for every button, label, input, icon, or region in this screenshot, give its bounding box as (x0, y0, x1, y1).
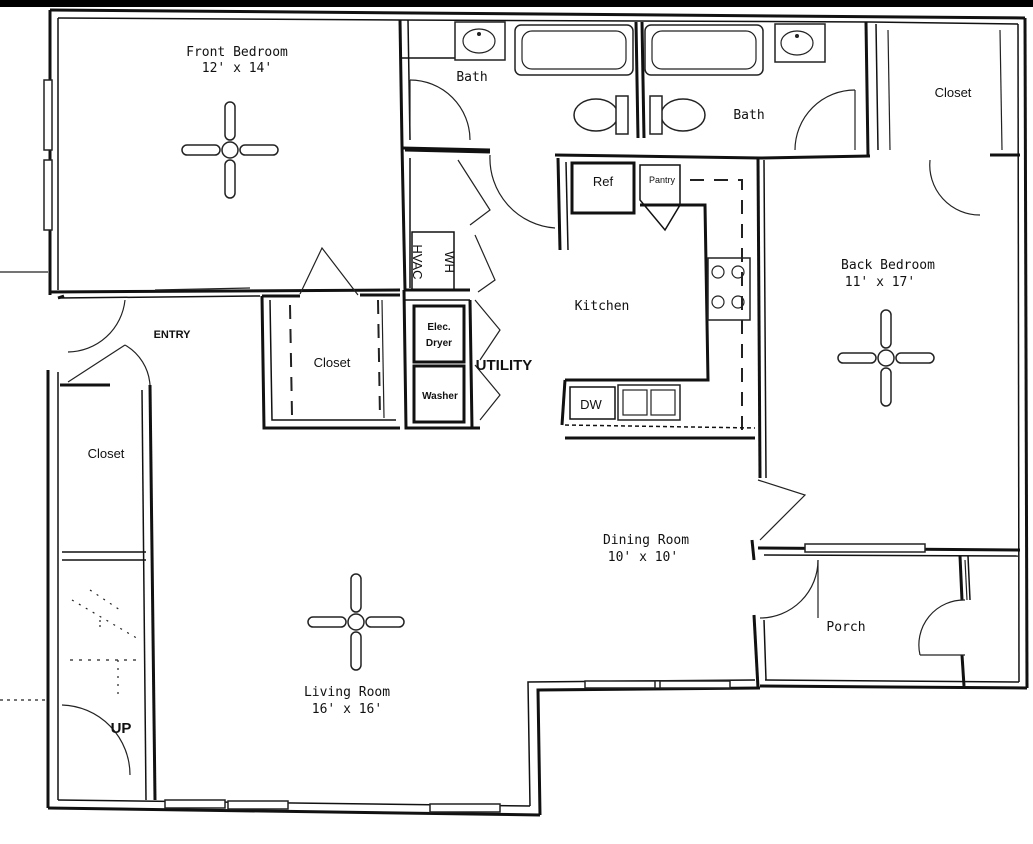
stairs (70, 589, 141, 700)
utility-label: UTILITY (476, 357, 533, 374)
ceiling-fan-living-room (307, 573, 405, 671)
dryer (412, 304, 466, 364)
dryer-label-line1: Elec. (427, 322, 451, 333)
washer-label: Washer (422, 391, 458, 402)
living-room-name: Living Room (304, 685, 390, 700)
doors (61, 79, 981, 776)
toilet-left (573, 98, 619, 132)
bathtub-right (644, 24, 764, 76)
bath-1-label: Bath (456, 70, 487, 85)
dishwasher-label: DW (580, 397, 602, 412)
front-bedroom-size: 12' x 14' (202, 61, 272, 76)
closet-left-label: Closet (88, 446, 125, 461)
entry-label: ENTRY (154, 329, 192, 341)
back-bedroom-name: Back Bedroom (841, 258, 935, 273)
toilet-right (660, 98, 706, 132)
closet-center-label: Closet (314, 355, 351, 370)
stairs-up-label: UP (111, 720, 132, 737)
sink-kitchen (617, 384, 681, 421)
interior-walls (49, 19, 1021, 801)
kitchen-label: Kitchen (575, 299, 630, 314)
pantry-label: Pantry (649, 175, 676, 185)
refrigerator-label: Ref (593, 174, 614, 189)
bath-fixtures (454, 21, 826, 135)
kitchen-fixtures (560, 161, 756, 440)
top-border (0, 0, 1033, 7)
hvac-label: HVAC (410, 244, 425, 279)
front-bedroom-name: Front Bedroom (186, 45, 288, 60)
dining-room-size: 10' x 10' (608, 550, 678, 565)
bath-2-label: Bath (733, 108, 764, 123)
windows (43, 79, 926, 813)
dishwasher (569, 386, 616, 420)
dryer-label-line2: Dryer (426, 338, 452, 349)
utility-fixtures (411, 231, 466, 424)
dining-room-name: Dining Room (603, 533, 689, 548)
porch-label: Porch (826, 620, 865, 635)
fixture-labels: Ref Pantry DW WH HVAC Elec. Dryer Washer… (111, 174, 676, 737)
living-room-size: 16' x 16' (312, 702, 382, 717)
closet-top-right-label: Closet (935, 85, 972, 100)
bathtub-left (514, 24, 634, 76)
back-bedroom-size: 11' x 17' (845, 275, 915, 290)
sink-right (780, 30, 814, 56)
water-heater-label: WH (442, 251, 457, 273)
room-labels: Front Bedroom 12' x 14' Bath Bath Closet… (88, 45, 972, 717)
refrigerator (570, 161, 636, 215)
washer (412, 364, 466, 424)
ceiling-fan-front-bedroom (181, 101, 279, 199)
sink-left (462, 28, 496, 54)
closet-rods (289, 29, 1003, 601)
ceiling-fan-back-bedroom (837, 309, 935, 407)
